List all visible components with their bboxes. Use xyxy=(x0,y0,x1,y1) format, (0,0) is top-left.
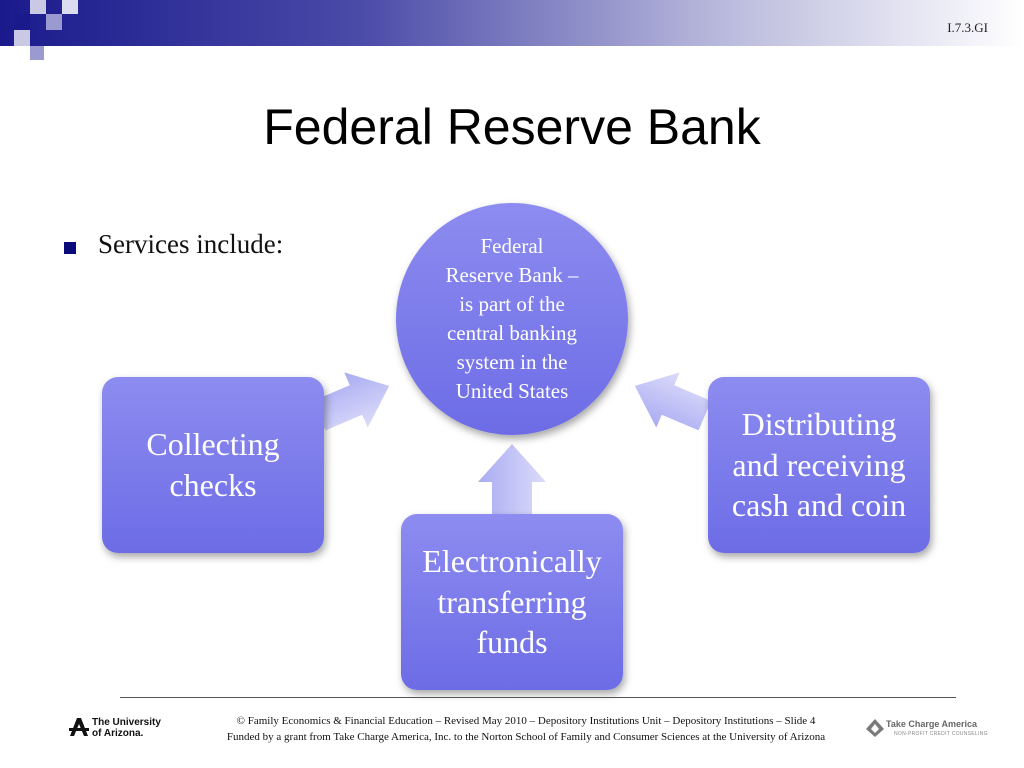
take-charge-america-logo-icon xyxy=(866,719,884,737)
arrow-right-to-center xyxy=(634,372,712,431)
arrow-bottom-to-center xyxy=(478,444,546,522)
node-collecting-checks: Collecting checks xyxy=(102,377,324,553)
center-body-line: system in the xyxy=(456,349,568,374)
header-square-decoration xyxy=(30,46,44,60)
node-electronic-transfer: Electronically transferring funds xyxy=(401,514,623,690)
header-square-decoration xyxy=(62,0,78,14)
take-charge-america-logo-subtext: NON-PROFIT CREDIT COUNSELING xyxy=(894,731,988,737)
header-square-decoration xyxy=(46,14,62,30)
node-label-line: Electronically xyxy=(422,542,602,579)
footer-funding: Funded by a grant from Take Charge Ameri… xyxy=(226,731,826,743)
node-label-line: transferring xyxy=(437,583,587,620)
university-logo-icon xyxy=(69,718,89,736)
university-logo-text: The University of Arizona. xyxy=(92,717,161,739)
slide-title: Federal Reserve Bank xyxy=(263,99,761,155)
footer-copyright: © Family Economics & Financial Education… xyxy=(236,715,816,727)
header-square-decoration xyxy=(30,0,46,14)
center-body-line: is part of the xyxy=(459,292,565,317)
center-body-line: central banking xyxy=(446,321,578,345)
university-logo-line: of Arizona. xyxy=(92,728,144,739)
node-label-line: cash and coin xyxy=(731,487,907,524)
take-charge-america-logo-text: Take Charge America xyxy=(886,719,978,729)
node-label-line: Distributing xyxy=(741,405,897,442)
center-heading-line2: Reserve Bank xyxy=(445,263,563,288)
bullet-marker xyxy=(64,242,76,254)
header-band xyxy=(0,0,1024,46)
bullet-text: Services include: xyxy=(98,229,284,259)
node-label-line: funds xyxy=(476,624,548,661)
header-square-decoration xyxy=(14,14,30,30)
node-distributing-cash: Distributing and receiving cash and coin xyxy=(708,377,930,553)
node-label-line: checks xyxy=(169,467,257,503)
center-node-federal-reserve: Federal Reserve Bank – is part of the ce… xyxy=(396,203,628,435)
center-body-line: United States xyxy=(455,378,569,403)
node-label-line: and receiving xyxy=(732,446,906,483)
node-label-line: Collecting xyxy=(146,426,280,463)
center-dash: – xyxy=(567,263,579,288)
footer-rule xyxy=(120,697,956,698)
university-logo-line: The University xyxy=(92,717,161,728)
center-heading-line1: Federal xyxy=(480,234,544,259)
header-square-decoration xyxy=(14,30,30,46)
arrow-left-to-center xyxy=(312,372,390,431)
slide-code: I.7.3.GI xyxy=(947,20,988,35)
